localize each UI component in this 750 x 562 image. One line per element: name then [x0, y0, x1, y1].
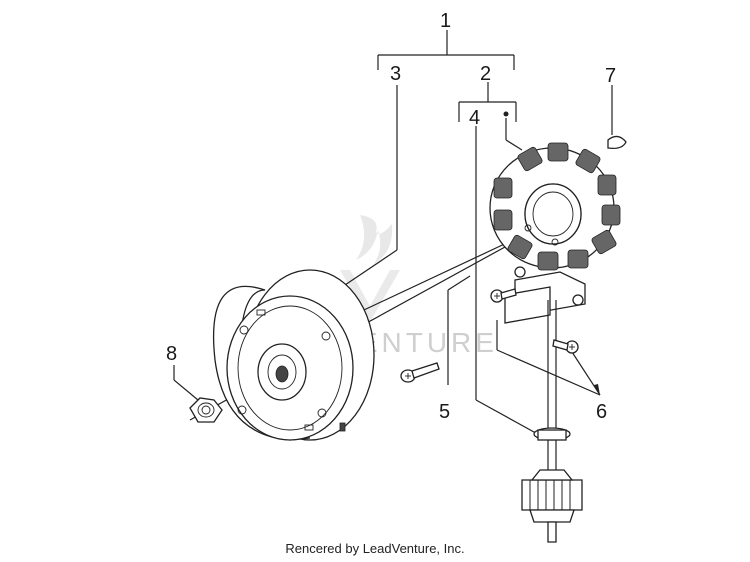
leader-6b: [571, 351, 601, 396]
wire-harness: [533, 300, 571, 470]
screw-part-6a: [490, 288, 517, 303]
footer-credit: Rencered by LeadVenture, Inc.: [285, 541, 465, 556]
callout-5: 5: [439, 401, 450, 423]
callout-3: 3: [390, 63, 401, 85]
flange-nut-part-8: [189, 397, 223, 423]
bracket-group-2: [458, 82, 517, 122]
watermark-logo: [340, 215, 400, 322]
stator-coil: [489, 142, 621, 271]
flywheel-rotor: [212, 269, 375, 441]
screw-part-5: [400, 362, 440, 383]
wire-connector: [521, 469, 583, 543]
bracket-group-1: [377, 30, 515, 70]
callout-8: 8: [166, 343, 177, 365]
woodruff-key-part-7: [607, 135, 627, 150]
callout-2: 2: [480, 63, 491, 85]
pickup-sensor: [504, 266, 586, 324]
callout-7: 7: [605, 65, 616, 87]
callout-6: 6: [596, 401, 607, 423]
callout-1: 1: [440, 10, 451, 32]
screw-part-6b: [552, 339, 579, 354]
callout-4: 4: [469, 107, 480, 129]
